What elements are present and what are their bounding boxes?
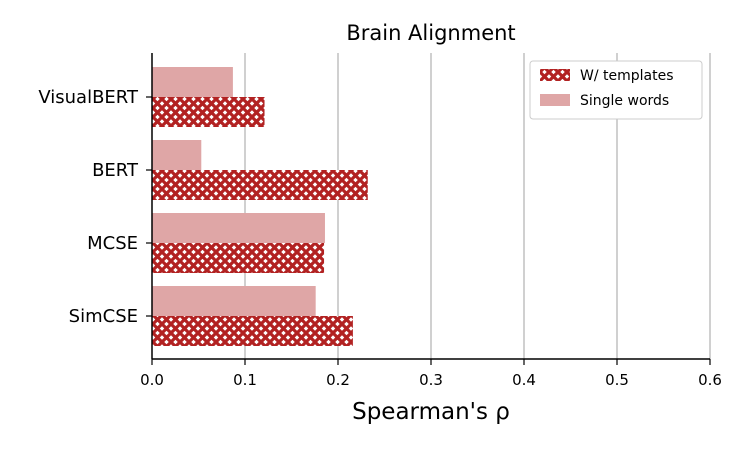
x-axis-label: Spearman's ρ	[352, 399, 510, 425]
y-tick-label: MCSE	[87, 233, 138, 254]
legend-swatch	[540, 94, 570, 106]
legend-label: Single words	[580, 93, 669, 109]
x-tick-label: 0.0	[140, 371, 164, 389]
legend: W/ templates Single words	[529, 60, 703, 120]
chart-title: Brain Alignment	[346, 21, 515, 45]
bar	[152, 97, 265, 127]
bar	[152, 213, 325, 243]
x-tick-label: 0.5	[605, 371, 629, 389]
x-tick-label: 0.4	[512, 371, 536, 389]
y-tick-label: BERT	[92, 160, 139, 181]
x-tick-label: 0.3	[419, 371, 443, 389]
x-tick-label: 0.6	[698, 371, 722, 389]
bars	[152, 67, 368, 346]
bar	[152, 67, 233, 97]
bar	[152, 243, 325, 273]
x-tick-label: 0.2	[326, 371, 350, 389]
x-tick-label: 0.1	[233, 371, 257, 389]
bar	[152, 316, 353, 346]
x-ticks: 0.0 0.1 0.2 0.3 0.4 0.5 0.6	[140, 359, 722, 389]
legend-frame	[529, 60, 703, 120]
bar	[152, 286, 316, 316]
legend-swatch	[540, 69, 570, 81]
bar	[152, 170, 368, 200]
y-ticks: VisualBERT BERT MCSE SimCSE	[38, 87, 152, 327]
y-tick-label: VisualBERT	[38, 87, 139, 108]
bar	[152, 140, 202, 170]
y-tick-label: SimCSE	[69, 306, 138, 327]
legend-label: W/ templates	[580, 68, 674, 84]
